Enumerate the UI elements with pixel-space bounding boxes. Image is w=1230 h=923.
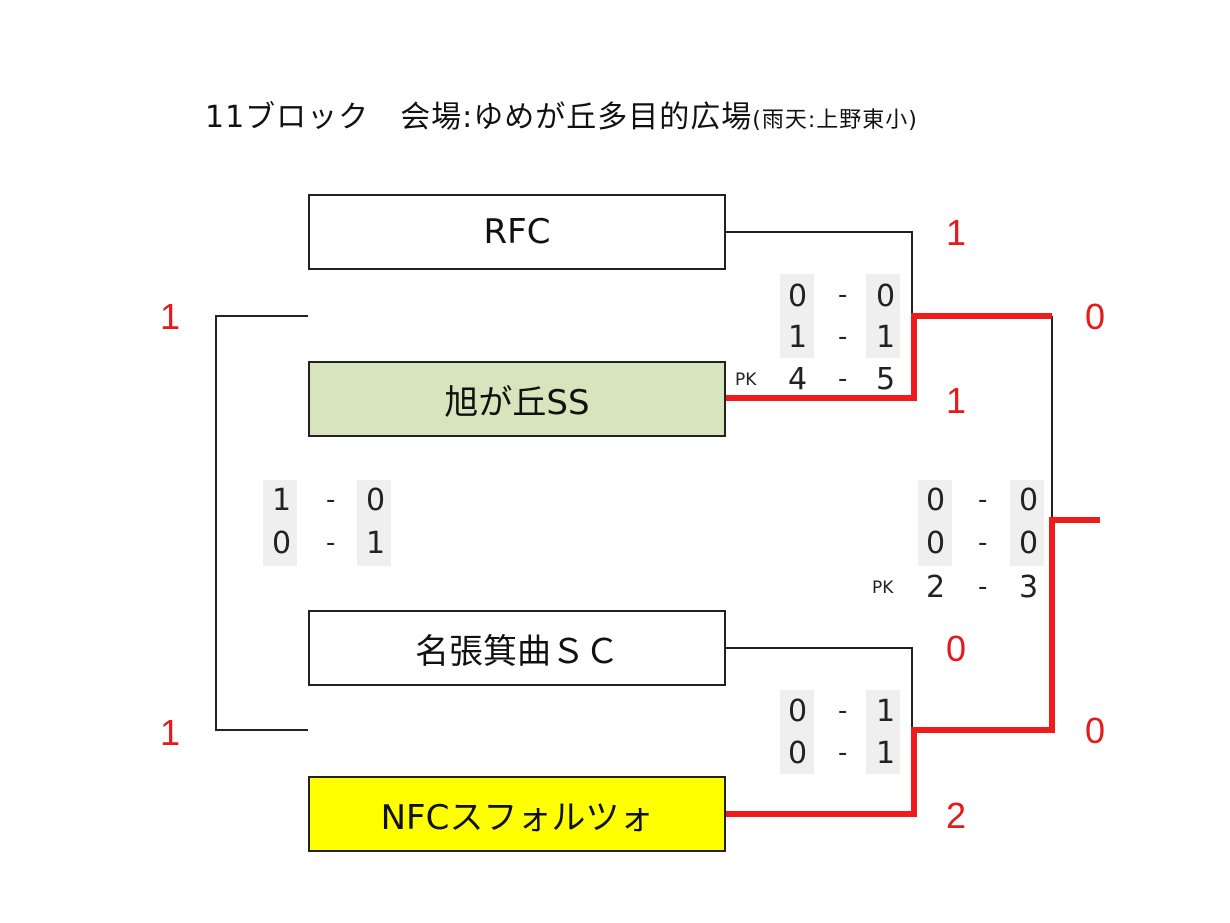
team-name: 名張箕曲ＳＣ [415, 631, 619, 672]
fm-pk-left: 2 [926, 570, 946, 605]
lm-r1-dash: - [326, 485, 336, 515]
score-nfc: 2 [946, 795, 967, 836]
m1-r1-left: 0 [788, 279, 808, 314]
m2-r2-dash: - [838, 738, 848, 768]
lm-r2-right: 1 [366, 526, 386, 561]
m2-r1-right: 1 [876, 694, 896, 729]
team-rfc: RFC [308, 194, 726, 270]
m2-r1-dash: - [838, 696, 848, 726]
score-semi1-winner: 0 [1085, 296, 1106, 337]
team-meibari: 名張箕曲ＳＣ [308, 610, 726, 686]
m2-r2-right: 1 [876, 736, 896, 771]
m1-left-column [780, 274, 814, 358]
block-label: 11ブロック [205, 100, 370, 135]
lm-r1-left: 1 [272, 483, 292, 518]
line-meibari [726, 647, 913, 730]
team-name: RFC [483, 212, 551, 252]
fm-r2-left: 0 [926, 526, 946, 561]
fm-left-column [918, 480, 952, 566]
m1-pk-label: PK [735, 370, 757, 390]
fm-pk-label: PK [872, 578, 894, 598]
venue-label: 会場:ゆめが丘多目的広場 [400, 100, 753, 135]
lm-left-column [263, 480, 297, 566]
team-name: 旭が丘SS [444, 382, 590, 423]
m1-pk-left: 4 [788, 362, 808, 397]
page-title: 11ブロック 会場:ゆめが丘多目的広場(雨天:上野東小) [205, 92, 918, 136]
m1-r1-right: 0 [876, 279, 896, 314]
lm-right-column [357, 480, 391, 566]
m1-r1-dash: - [838, 280, 848, 310]
fm-r1-right: 0 [1019, 483, 1039, 518]
fm-pk-dash: - [978, 572, 988, 602]
m1-right-column [866, 274, 900, 358]
m2-right-column [866, 690, 900, 774]
fm-r2-dash: - [978, 528, 988, 558]
rain-venue-label: (雨天:上野東小) [752, 108, 918, 133]
team-nfc: NFCスフォルツォ [308, 776, 726, 852]
score-asahi: 1 [946, 380, 967, 421]
line-left-bracket [215, 315, 308, 731]
m1-pk-right: 5 [876, 362, 896, 397]
m1-pk-dash: - [838, 364, 848, 394]
m1-r2-dash: - [838, 322, 848, 352]
score-rfc: 1 [946, 212, 967, 253]
m1-r2-left: 1 [788, 320, 808, 355]
m2-left-column [780, 690, 814, 774]
win-line-asahi [726, 313, 1052, 401]
fm-r1-dash: - [978, 485, 988, 515]
score-left-bottom: 1 [160, 712, 181, 753]
fm-r2-right: 0 [1019, 526, 1039, 561]
line-rfc [726, 231, 913, 316]
score-semi2-winner: 0 [1085, 710, 1106, 751]
m2-r1-left: 0 [788, 694, 808, 729]
lm-r1-right: 0 [366, 483, 386, 518]
fm-pk-right: 3 [1019, 570, 1039, 605]
fm-r1-left: 0 [926, 483, 946, 518]
win-line-nfc [726, 517, 1100, 817]
score-meibari: 0 [946, 628, 967, 669]
lm-r2-dash: - [326, 528, 336, 558]
m1-r2-right: 1 [876, 320, 896, 355]
team-asahigaoka: 旭が丘SS [308, 361, 726, 437]
score-left-top: 1 [160, 296, 181, 337]
fm-right-column [1010, 480, 1044, 566]
team-name: NFCスフォルツォ [380, 797, 654, 838]
m2-r2-left: 0 [788, 736, 808, 771]
lm-r2-left: 0 [272, 526, 292, 561]
